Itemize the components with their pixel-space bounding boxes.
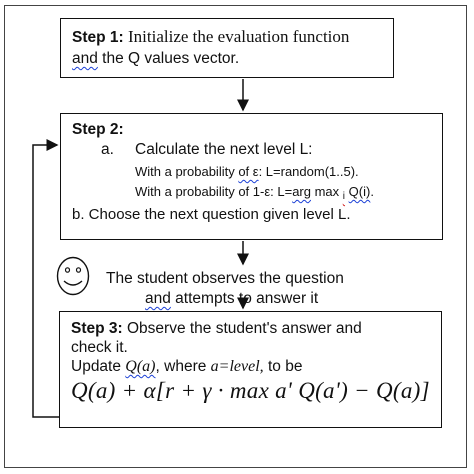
prob2-g: .: [370, 184, 374, 199]
step3-line2: check it.: [71, 339, 128, 356]
smiley-face-icon: [56, 256, 90, 296]
step3-box: Step 3: Observe the student's answer and…: [59, 311, 442, 428]
student-and: and: [145, 290, 171, 307]
step2-prob2: With a probability of 1-ε: L=arg max i Q…: [135, 184, 374, 202]
loop-back-line: [32, 139, 59, 418]
step1-box: Step 1: Initialize the evaluation functi…: [60, 18, 394, 78]
step3-heading: Step 3:: [71, 320, 123, 337]
prob1-c: : L=random(1..5).: [258, 164, 359, 179]
step2-item-a-marker: a.: [101, 141, 114, 158]
line3-c: , where: [155, 358, 211, 375]
step1-text1: Initialize the evaluation function: [128, 27, 350, 46]
student-line2: and attempts to answer it: [145, 290, 318, 308]
step2-prob1: With a probability of ε: L=random(1..5).: [135, 164, 359, 179]
student-line1: The student observes the question: [106, 270, 344, 287]
step1-text2: the Q values vector.: [97, 50, 240, 67]
step1-and: and: [72, 50, 98, 67]
prob2-f: Q(i): [348, 184, 371, 199]
prob1-a: With a probability: [135, 164, 239, 179]
update-formula: Q(a) + α[r + γ · max a' Q(a') − Q(a)]: [71, 378, 430, 403]
student-text2: attempts to answer it: [170, 290, 319, 307]
step1-line1: Step 1: Initialize the evaluation functi…: [72, 27, 349, 47]
line3-e: to be: [263, 358, 303, 375]
prob2-c: max: [310, 184, 343, 199]
step2-item-b: b. Choose the next question given level …: [72, 206, 351, 223]
diagram-frame: [4, 5, 467, 468]
step2-box: Step 2: a. Calculate the next level L: W…: [60, 113, 443, 240]
line3-d: a=level,: [210, 358, 264, 375]
step2-item-a-text: Calculate the next level L:: [135, 141, 313, 158]
prob2-b: arg: [292, 184, 311, 199]
step3-line1: Step 3: Observe the student's answer and: [71, 320, 362, 338]
prob1-b: of ε: [238, 164, 259, 179]
prob2-a: With a probability of 1-ε: L=: [135, 184, 293, 199]
prob2-d: i: [342, 191, 346, 202]
step3-text1: Observe the student's answer and: [122, 320, 362, 337]
step1-heading: Step 1:: [72, 29, 124, 46]
step3-line3: Update Q(a), where a=level, to be: [71, 358, 302, 376]
step1-line2: and the Q values vector.: [72, 50, 239, 68]
line3-a: Update: [71, 358, 126, 375]
line3-b: Q(a): [125, 358, 156, 375]
step2-heading: Step 2:: [72, 121, 124, 138]
